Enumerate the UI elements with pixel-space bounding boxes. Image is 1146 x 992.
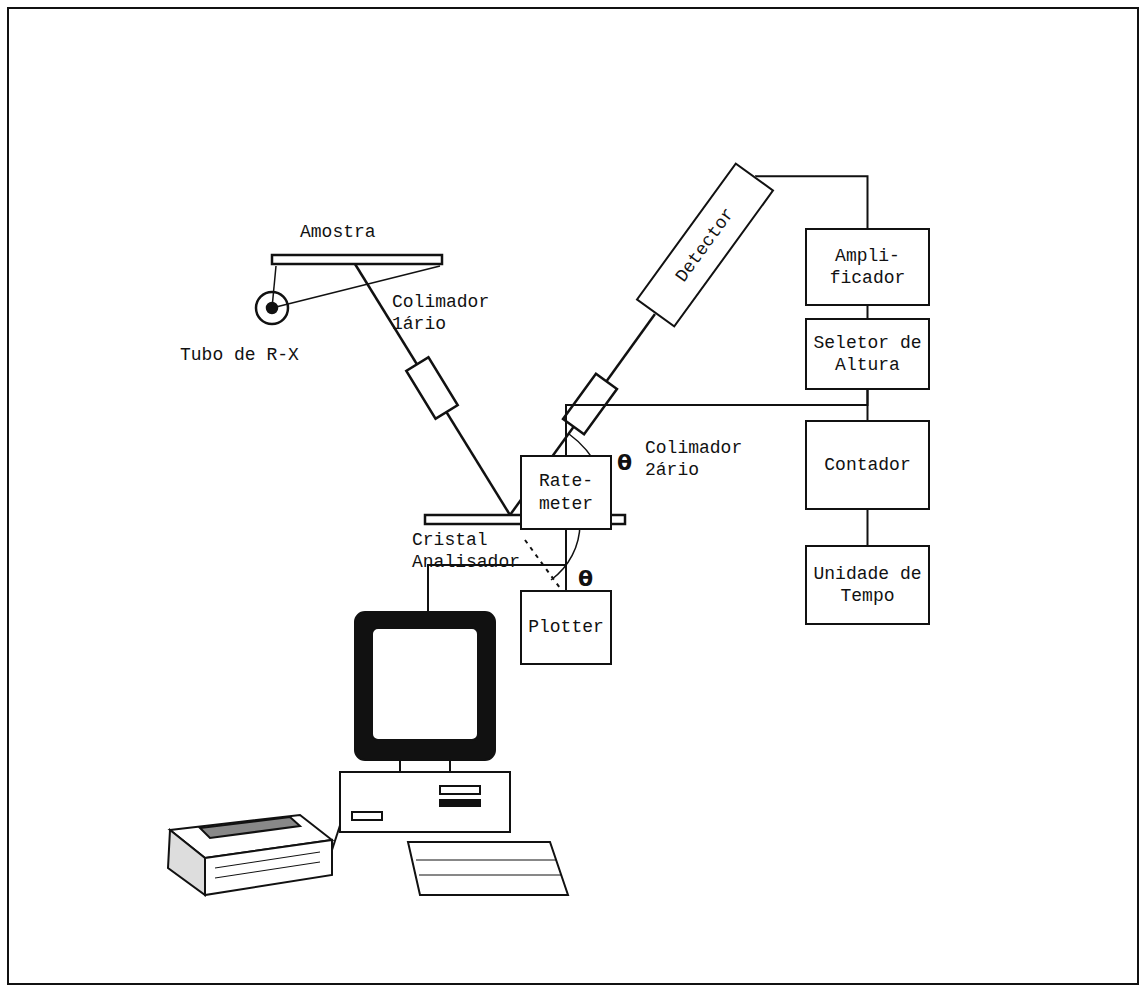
angle-label: θ (578, 566, 593, 592)
printer-icon (168, 815, 332, 895)
box-text: Seletor de Altura (813, 332, 922, 377)
part-label: Colimador 1ário (392, 292, 492, 335)
frame (8, 8, 1138, 984)
box-text: Ampli- ficador (813, 245, 922, 290)
wire-connector (867, 510, 868, 545)
timer-box: Unidade de Tempo (805, 545, 930, 625)
box-text: Detector (670, 203, 739, 286)
optics (256, 255, 655, 588)
plotter-box: Plotter (520, 590, 612, 665)
detector-box: Detector (636, 162, 775, 328)
box-text: Unidade de Tempo (813, 563, 922, 608)
box-text: Contador (824, 454, 910, 477)
wire-connector (566, 530, 567, 590)
wire-connector (755, 176, 868, 228)
counter-box: Contador (805, 420, 930, 510)
box-text: Plotter (528, 616, 604, 639)
part-label: Amostra (300, 222, 376, 244)
angle-label: θ (617, 450, 632, 476)
part-label: Cristal Analisador (412, 530, 524, 573)
amplifier-box: Ampli- ficador (805, 228, 930, 306)
part-label: Colimador 2ário (645, 438, 745, 481)
part-label: Tubo de R-X (180, 345, 299, 367)
selector-box: Seletor de Altura (805, 318, 930, 390)
wire-connector (867, 306, 868, 318)
wire-connector (867, 390, 868, 420)
box-text: Rate- meter (528, 470, 604, 515)
ratemeter-box: Rate- meter (520, 455, 612, 530)
